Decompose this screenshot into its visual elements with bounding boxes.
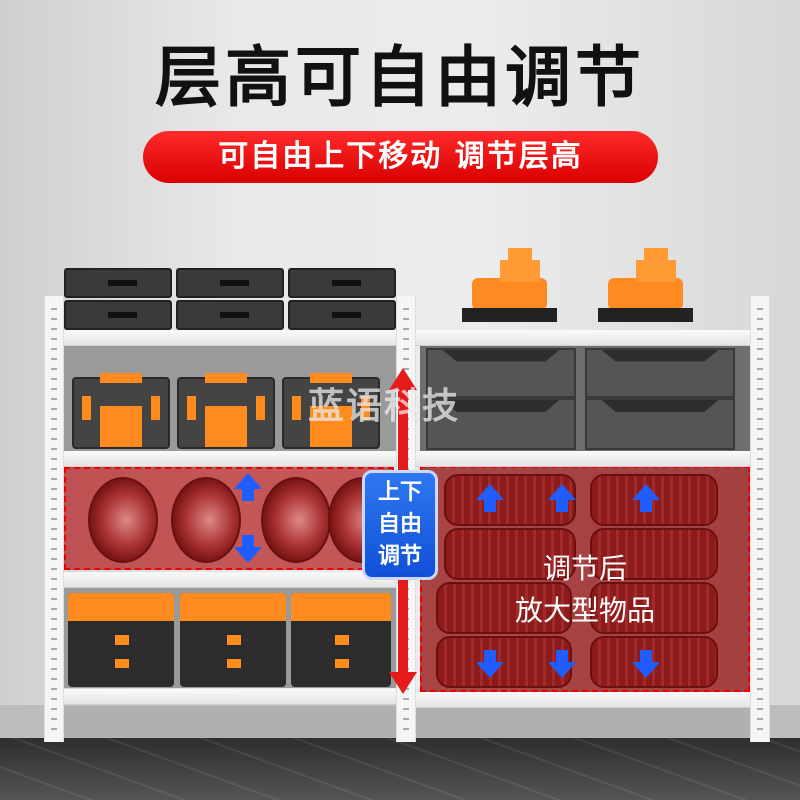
shelf-beam-left-2 (44, 451, 414, 467)
tool-case (64, 300, 172, 330)
watermark: 蓝语科技 (308, 386, 461, 427)
marble-floor (0, 738, 800, 800)
blue-down-arrow-icon (234, 535, 262, 563)
power-tool (598, 248, 698, 328)
tool-case (176, 300, 284, 330)
blue-down-arrow-icon (632, 650, 660, 678)
tool-chest (68, 593, 174, 687)
subtitle-banner: 可自由上下移动 调节层高 (143, 131, 658, 183)
tire (590, 528, 718, 580)
tool-case (64, 268, 172, 298)
tool-case (288, 268, 396, 298)
rack-post-left (44, 296, 64, 742)
storage-bin (426, 398, 576, 450)
headline: 层高可自由调节 (155, 39, 645, 116)
badge-line: 调节 (377, 544, 422, 569)
shelf-beam-right-4 (406, 692, 766, 708)
shelf-beam-left-3 (44, 572, 414, 588)
blue-down-arrow-icon (548, 650, 576, 678)
blue-up-arrow-icon (548, 484, 576, 512)
storage-bin (585, 348, 735, 398)
shelf-beam-right-2 (406, 451, 766, 467)
rack-post-right (750, 296, 770, 742)
tool-chest (180, 593, 286, 687)
blue-up-arrow-icon (476, 484, 504, 512)
blue-up-arrow-icon (234, 473, 262, 501)
car-wheel (171, 477, 241, 563)
tire (444, 528, 576, 580)
badge-line: 上下 (377, 480, 422, 505)
car-wheel (88, 477, 158, 563)
blue-up-arrow-icon (632, 484, 660, 512)
wheels-highlight-zone (64, 467, 398, 570)
tire (590, 582, 718, 634)
large-items-caption: 调节后 放大型物品 (470, 548, 700, 632)
shelf-beam-left-1 (44, 330, 414, 346)
storage-bin (585, 398, 735, 450)
blue-down-arrow-icon (476, 650, 504, 678)
tool-chest (291, 593, 391, 687)
power-tool (462, 248, 562, 328)
storage-bin (426, 348, 576, 398)
tool-case (288, 300, 396, 330)
car-wheel (261, 477, 331, 563)
shelf-beam-right-1 (406, 330, 766, 346)
tool-box (72, 373, 170, 449)
tool-case (176, 268, 284, 298)
adjust-badge: 上下 自由 调节 (362, 470, 438, 580)
tire (436, 582, 572, 634)
tires-highlight-zone (420, 466, 750, 692)
tool-box (177, 373, 275, 449)
caption-line-2: 放大型物品 (514, 594, 655, 627)
tool-box (282, 373, 380, 449)
shelf-beam-left-4 (44, 689, 414, 705)
caption-line-1: 调节后 (542, 552, 627, 585)
badge-line: 自由 (377, 512, 422, 537)
